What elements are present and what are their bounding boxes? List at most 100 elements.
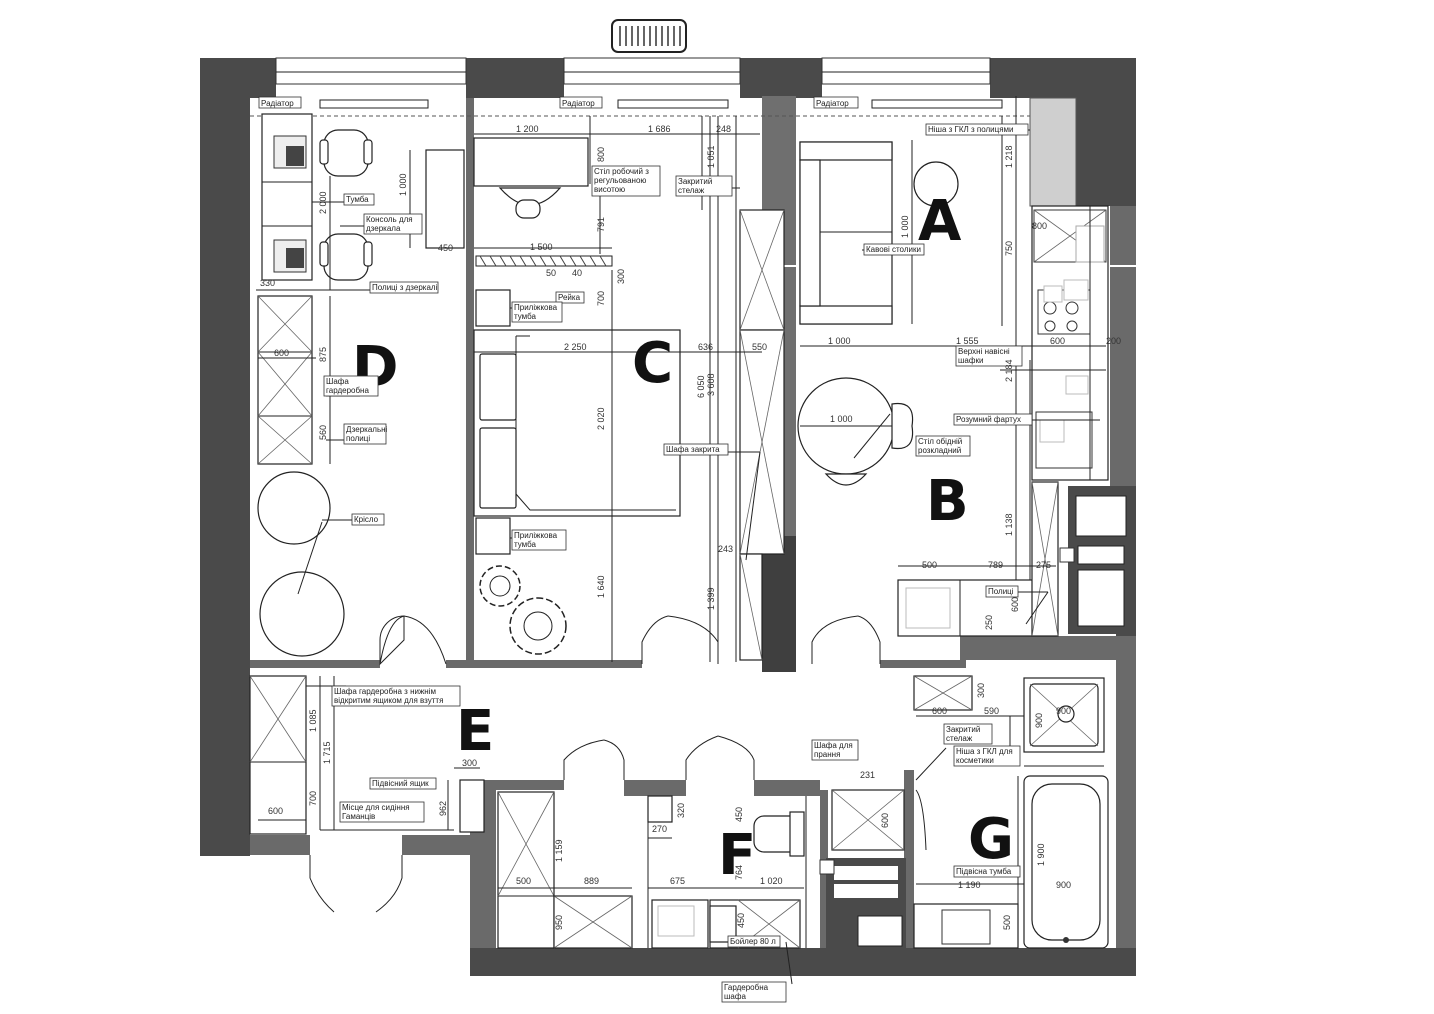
label-coffee-tables: Кавові столики	[866, 245, 921, 254]
dim: 500	[1002, 915, 1012, 930]
dim: 320	[676, 803, 686, 818]
dim: 600	[880, 813, 890, 828]
label-closed-rack-2: стелаж	[678, 186, 705, 195]
label-bedside2-1: Приліжкова	[514, 531, 558, 540]
label-hall-wardrobe-2: відкритим ящиком для взуття	[334, 696, 443, 705]
dim: 243	[718, 544, 733, 554]
dim: 450	[734, 807, 744, 822]
room-label-b: B	[926, 469, 969, 534]
radiators: Радіатор Радіатор Радіатор	[258, 96, 1003, 109]
label-tumba: Тумба	[346, 195, 369, 204]
dim: 700	[308, 791, 318, 806]
dim: 2 184	[1004, 359, 1014, 382]
dim: 50	[546, 268, 556, 278]
label-smart-apron: Розумний фартух	[956, 415, 1021, 424]
dim: 300	[616, 269, 626, 284]
dim: 600	[1050, 336, 1065, 346]
dim: 962	[438, 801, 448, 816]
doors	[309, 615, 927, 913]
label-hanging-cabinet: Підвісна тумба	[956, 867, 1012, 876]
label-shelves-b: Полиці	[988, 587, 1014, 596]
label-shelves-mirror: Полиці з дзеркалі	[372, 283, 438, 292]
label-gkl-cosmetics-1: Ніша з ГКЛ для	[956, 747, 1013, 756]
dim: 800	[1032, 221, 1047, 231]
label-dining-table-1: Стіл обідній	[918, 437, 962, 446]
dim: 550	[752, 342, 767, 352]
dim: 500	[922, 560, 937, 570]
dim: 3 608	[706, 373, 716, 396]
label-washer-cabinet-1: Шафа для	[814, 741, 853, 750]
label-closed-rack-1: Закритий	[678, 177, 712, 186]
dim: 789	[988, 560, 1003, 570]
label-bedside-1: Приліжкова	[514, 303, 558, 312]
label-desk-1: Стіл робочий з	[594, 167, 649, 176]
dim: 1 085	[308, 709, 318, 732]
dim: 330	[260, 278, 275, 288]
dim: 764	[734, 865, 744, 880]
label-closed-rack-g-1: Закритий	[946, 725, 980, 734]
dim: 248	[716, 124, 731, 134]
dim: 270	[652, 824, 667, 834]
label-mirror-shelves-2: полиці	[346, 434, 370, 443]
dim: 1 020	[760, 876, 783, 886]
dim: 40	[572, 268, 582, 278]
dim: 1 399	[706, 587, 716, 610]
dim: 300	[462, 758, 477, 768]
label-desk-2: регульованою	[594, 176, 646, 185]
dim: 2 020	[596, 407, 606, 430]
dim: 2 000	[318, 191, 328, 214]
dim: 1 218	[1004, 145, 1014, 168]
label-upper-cabinets-1: Верхні навісні	[958, 347, 1010, 356]
vent-grille	[611, 19, 687, 53]
room-a-furniture	[799, 96, 1109, 630]
room-label-c: C	[632, 331, 673, 396]
label-closed-rack-g-2: стелаж	[946, 734, 973, 743]
label-wardrobe-d-2: гардеробна	[326, 386, 369, 395]
dim: 590	[984, 706, 999, 716]
label-seat-1: Місце для сидіння	[342, 803, 410, 812]
room-d-furniture	[256, 113, 465, 657]
label-dining-table-2: розкладний	[918, 446, 961, 455]
room-label-a: A	[918, 189, 962, 254]
radiator-label-d: Радіатор	[261, 99, 294, 108]
label-armchair: Крісло	[354, 515, 379, 524]
dim: 600	[932, 706, 947, 716]
dim: 900	[1034, 713, 1044, 728]
dim: 1 190	[958, 880, 981, 890]
room-label-e: E	[456, 699, 494, 764]
dim: 1 715	[322, 741, 332, 764]
radiator-label-a: Радіатор	[816, 99, 849, 108]
label-hall-wardrobe-1: Шафа гардеробна з нижнім	[334, 687, 436, 696]
dim: 450	[736, 913, 746, 928]
label-upper-cabinets-2: шафки	[958, 356, 983, 365]
label-bedside2-2: тумба	[514, 540, 536, 549]
label-wardrobe-d-1: Шафа	[326, 377, 349, 386]
label-desk-3: висотою	[594, 185, 625, 194]
dim: 560	[318, 425, 328, 440]
dim: 700	[596, 291, 606, 306]
dim: 231	[860, 770, 875, 780]
label-washer-cabinet-2: прання	[814, 750, 840, 759]
dim: 1 640	[596, 575, 606, 598]
dim: 450	[438, 243, 453, 253]
dim: 1 138	[1004, 513, 1014, 536]
label-console-1: Консоль для	[366, 215, 413, 224]
room-b-furniture	[797, 345, 1106, 637]
dim: 1 159	[554, 839, 564, 862]
room-label-f: F	[718, 823, 756, 888]
room-label-g: G	[968, 807, 1014, 872]
label-seat-2: Гаманців	[342, 812, 375, 821]
dim: 1 686	[648, 124, 671, 134]
dim: 600	[268, 806, 283, 816]
outer-walls	[200, 58, 1136, 976]
dim: 275	[1036, 560, 1051, 570]
label-wardrobe-bottom-2: шафа	[724, 992, 746, 1001]
dim: 675	[670, 876, 685, 886]
room-g-furniture	[819, 547, 1109, 949]
dim: 750	[1004, 241, 1014, 256]
dim: 791	[596, 217, 606, 232]
dim: 1 000	[900, 215, 910, 238]
dim: 950	[554, 915, 564, 930]
label-shelf: Рейка	[558, 293, 581, 302]
dim: 1 500	[530, 242, 553, 252]
